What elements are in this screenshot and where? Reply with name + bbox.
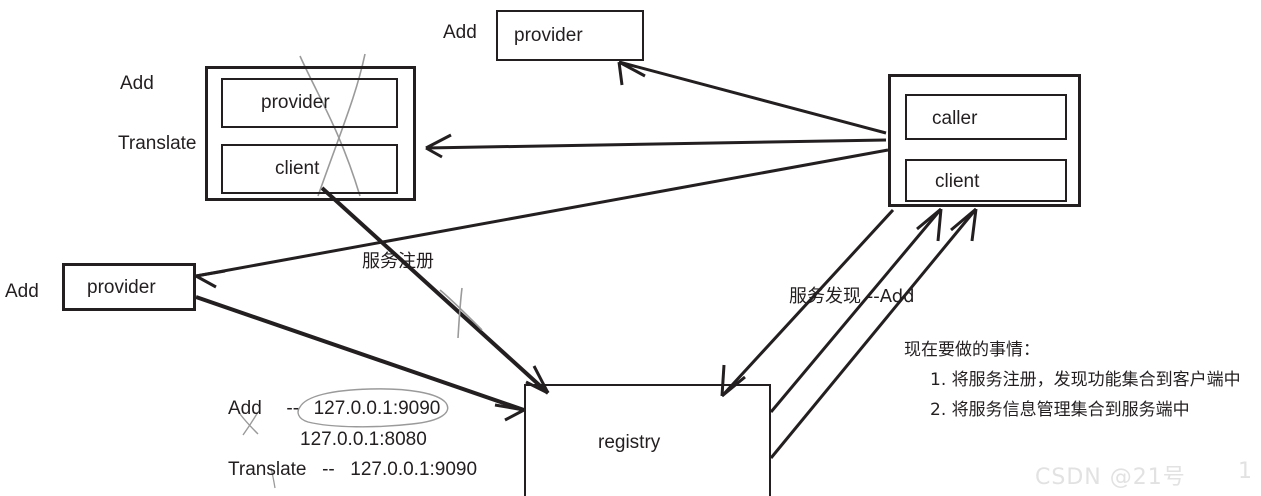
todo-notes-item: 2. 将服务信息管理集合到服务端中: [930, 400, 1190, 420]
left-service-client-box[interactable]: client: [221, 144, 398, 194]
registry-ip-row-value: 127.0.0.1:9090: [350, 459, 478, 480]
edge-top-provider-to-caller: [617, 60, 887, 135]
page-number: 1: [1238, 459, 1253, 484]
left-service-box[interactable]: provider client: [205, 66, 416, 201]
top-provider-side-label: Add: [443, 22, 477, 43]
registry-ip-row-name: Translate: [228, 459, 307, 480]
registry-ip-row: 127.0.0.1:8080: [300, 429, 427, 451]
left-service-add-label: Add: [120, 73, 154, 94]
left-service-client-label: client: [275, 158, 320, 179]
left-service-translate-label: Translate: [118, 133, 197, 154]
registry-ip-row: Add -- 127.0.0.1:9090: [228, 398, 440, 420]
right-caller-box[interactable]: caller client: [888, 74, 1081, 207]
right-client-label: client: [935, 171, 980, 192]
edge-caller-to-left-service: [425, 133, 887, 159]
right-caller-inner-box[interactable]: caller: [905, 94, 1067, 140]
registry-ip-row-sep: --: [322, 459, 335, 480]
todo-notes-heading: 现在要做的事情：: [904, 340, 1040, 360]
edge-label-service-register: 服务注册: [362, 251, 434, 272]
left-service-provider-label: provider: [261, 92, 330, 113]
registry-box[interactable]: registry: [524, 384, 771, 496]
registry-ip-row-value: 127.0.0.1:8080: [300, 429, 427, 450]
bottom-provider-label: provider: [87, 277, 156, 298]
bottom-provider-side-label: Add: [5, 281, 39, 302]
edge-left-client-to-registry: [320, 186, 550, 395]
todo-notes: 现在要做的事情： 1. 将服务注册，发现功能集合到客户端中 2. 将服务信息管理…: [904, 335, 1241, 425]
left-service-provider-box[interactable]: provider: [221, 78, 398, 128]
edge-label-service-discover: 服务发现 --Add: [789, 286, 915, 307]
registry-ip-row-name: Add: [228, 398, 262, 419]
registry-label: registry: [598, 432, 661, 453]
todo-notes-item: 1. 将服务注册，发现功能集合到客户端中: [930, 370, 1241, 390]
top-provider-label: provider: [514, 25, 583, 46]
registry-ip-row-sep: --: [286, 398, 300, 419]
pen-cross-mark-center: [439, 287, 483, 339]
csdn-watermark: CSDN @21号: [1035, 465, 1186, 490]
right-caller-label: caller: [932, 108, 978, 129]
registry-ip-row: Translate -- 127.0.0.1:9090: [228, 459, 477, 481]
right-client-inner-box[interactable]: client: [905, 159, 1067, 202]
bottom-provider-box[interactable]: provider: [62, 263, 196, 311]
registry-ip-row-value: 127.0.0.1:9090: [313, 398, 441, 419]
top-provider-box[interactable]: provider: [496, 10, 644, 61]
